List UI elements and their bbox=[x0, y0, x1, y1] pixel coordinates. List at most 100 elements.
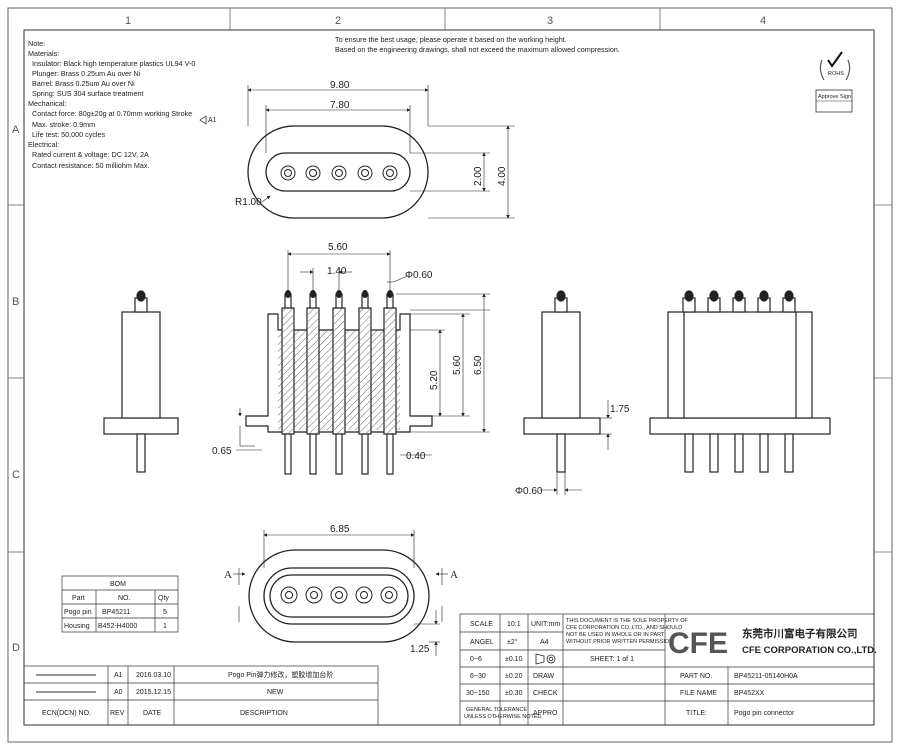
rev-header: DATE bbox=[143, 710, 161, 717]
projection-symbol-icon bbox=[535, 653, 556, 665]
tb-scale-label: SCALE bbox=[470, 621, 493, 628]
zone-col-2: 2 bbox=[335, 15, 341, 27]
dim-top-inner-width: 7.80 bbox=[330, 100, 350, 111]
tb-tol-range: 30~150 bbox=[466, 690, 490, 697]
tb-tol-value: ±0.10 bbox=[505, 656, 523, 663]
company-name-cn: 东莞市川富电子有限公司 bbox=[742, 627, 858, 640]
bom-header: NO. bbox=[118, 595, 131, 602]
rev-desc: Pogo Pin弹力修改，塑胶增加台阶 bbox=[228, 670, 333, 679]
zone-row-c: C bbox=[12, 469, 20, 481]
section-marker-right: A bbox=[450, 569, 458, 581]
spec-line: Life test: 50,000 cycles bbox=[32, 130, 106, 139]
tb-file-name: BP452XX bbox=[734, 690, 765, 697]
revision-table bbox=[23, 665, 379, 726]
left-side-view bbox=[103, 290, 179, 473]
bom-cell: BP45211 bbox=[102, 609, 130, 616]
spec-notes: Note: Materials: Insulator: Black high t… bbox=[28, 39, 195, 170]
dim-pitch-span: 5.60 bbox=[328, 242, 348, 253]
bom-cell: 5 bbox=[163, 609, 167, 616]
right-side-view bbox=[523, 290, 612, 495]
rear-view bbox=[649, 290, 831, 473]
check-icon bbox=[827, 51, 843, 68]
tb-paper: A4 bbox=[540, 639, 549, 646]
zone-col-1: 1 bbox=[125, 15, 131, 27]
zone-row-d: D bbox=[12, 642, 20, 654]
spec-line: Note: bbox=[28, 39, 45, 48]
dim-pin-diameter: Φ0.60 bbox=[405, 270, 433, 281]
dim-top-width: 9.80 bbox=[330, 80, 350, 91]
title-block bbox=[459, 613, 875, 726]
zone-row-a: A bbox=[12, 124, 20, 136]
tb-part-no-label: PART NO. bbox=[680, 673, 712, 680]
dim-tail-diameter: 0.40 bbox=[406, 451, 426, 462]
top-view bbox=[247, 85, 515, 219]
rev-code: A1 bbox=[114, 672, 123, 679]
bom-header: Part bbox=[72, 595, 85, 602]
dim-overall-height: 6.50 bbox=[473, 355, 484, 375]
tb-disclaimer: NOT BE USED IN WHOLE OR IN PART bbox=[566, 632, 665, 638]
spec-line: Max. stroke: 0.9mm bbox=[32, 120, 95, 129]
tb-appro: APPRO bbox=[533, 710, 558, 717]
tb-check: CHECK bbox=[533, 690, 558, 697]
front-section-view bbox=[236, 250, 490, 475]
spec-line: Materials: bbox=[28, 49, 59, 58]
rev-desc: NEW bbox=[267, 689, 284, 696]
spec-line: Mechanical: bbox=[28, 99, 66, 108]
dim-body-height: 5.20 bbox=[429, 370, 440, 390]
bom-cell: Pogo pin bbox=[64, 609, 92, 616]
company-name-en: CFE CORPORATION CO.,LTD. bbox=[742, 645, 877, 656]
dim-housing-height: 5.60 bbox=[452, 355, 463, 375]
spec-line: Electrical: bbox=[28, 140, 59, 149]
cfe-logo: CFE bbox=[668, 627, 728, 660]
spec-line: Barrel: Brass 0.25um Au over Ni bbox=[32, 79, 135, 88]
tb-title: Pogo pin connector bbox=[734, 710, 795, 717]
bom-table bbox=[61, 575, 179, 633]
tb-tol-range: 6~30 bbox=[470, 673, 486, 680]
rohs-badge: ROHS Approve Sign bbox=[815, 51, 853, 113]
bom-title: BOM bbox=[110, 581, 126, 588]
dim-bottom-width: 6.85 bbox=[330, 524, 350, 535]
revision-marker: A1 bbox=[208, 117, 217, 124]
dim-flange-thickness: 1.75 bbox=[610, 404, 630, 415]
spec-line: Contact force: 80g±20g at 0.70mm working… bbox=[32, 109, 192, 118]
dim-top-height: 4.00 bbox=[497, 166, 508, 186]
section-marker-left: A bbox=[224, 569, 232, 581]
rev-header: DESCRIPTION bbox=[240, 710, 288, 717]
tb-scale-value: 10:1 bbox=[507, 621, 521, 628]
header-note-1: To ensure the best usage, please operate… bbox=[335, 35, 567, 44]
tb-tol-value: ±0.30 bbox=[505, 690, 523, 697]
zone-row-b: B bbox=[12, 296, 19, 308]
rev-date: 2015.12.15 bbox=[136, 689, 171, 696]
bom-header: Qty bbox=[158, 595, 169, 602]
bom-cell: Housing bbox=[64, 623, 90, 630]
dim-top-radius: R1.00 bbox=[235, 197, 262, 208]
rev-code: A0 bbox=[114, 689, 123, 696]
spec-line: Plunger: Brass 0.25um Au over Ni bbox=[32, 69, 141, 78]
bottom-view bbox=[233, 530, 448, 656]
tb-part-no: BP45211-05140H0A bbox=[734, 673, 798, 680]
tb-disclaimer: CFE CORPORATION CO.,LTD., AND SHOULD bbox=[566, 625, 682, 631]
rev-date: 2016.03.10 bbox=[136, 672, 171, 679]
bom-cell: B452-H4000 bbox=[98, 623, 137, 630]
tb-unit: UNIT:mm bbox=[531, 621, 560, 628]
bom-cell: 1 bbox=[163, 623, 167, 630]
spec-line: Insulator: Black high temperature plasti… bbox=[32, 59, 195, 68]
rev-header: REV bbox=[110, 710, 125, 717]
zone-col-3: 3 bbox=[547, 15, 553, 27]
tb-disclaimer: WITHOUT PRIOR WRITTEN PERMISSION. bbox=[566, 639, 675, 645]
rohs-label: ROHS bbox=[828, 71, 844, 77]
tb-sheet: SHEET: 1 of 1 bbox=[590, 656, 634, 663]
tb-disclaimer: THIS DOCUMENT IS THE SOLE PROPERTY OF bbox=[566, 618, 688, 624]
rev-header: ECN(DCN) NO. bbox=[42, 710, 91, 717]
tb-draw: DRAW bbox=[533, 673, 555, 680]
approve-sign: Approve Sign bbox=[818, 94, 851, 100]
dim-bottom-wall: 1.25 bbox=[410, 644, 430, 655]
revision-triangle-icon bbox=[199, 115, 207, 125]
tb-tol-value: ±0.20 bbox=[505, 673, 523, 680]
header-note-2: Based on the engineering drawings, shall… bbox=[335, 45, 620, 54]
dim-top-inner-height: 2.00 bbox=[473, 166, 484, 186]
spec-line: Spring: SUS 304 surface treatment bbox=[32, 89, 143, 98]
dim-pitch: 1.40 bbox=[327, 266, 347, 277]
tb-general-tol: UNLESS OTHERWISE NOTED bbox=[464, 714, 542, 720]
